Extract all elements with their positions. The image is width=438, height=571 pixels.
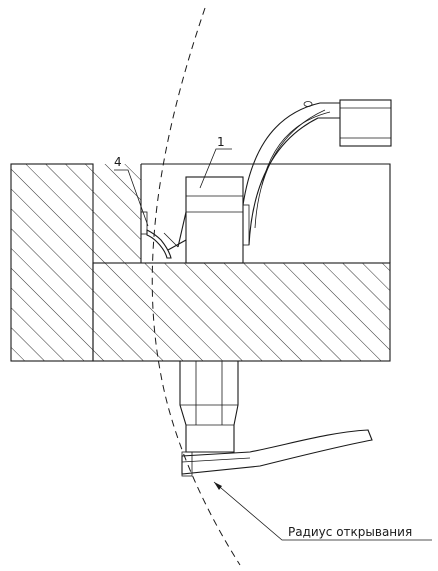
- radius-leader-line: [213, 481, 432, 541]
- block-part-1: [167, 176, 250, 264]
- leader-part-4: [114, 169, 149, 227]
- curved-arm: [242, 99, 392, 246]
- bottom-lever: [181, 429, 373, 477]
- label-part-4: 4: [114, 155, 122, 169]
- base-block: [92, 262, 391, 362]
- label-part-1: 1: [217, 135, 225, 149]
- latch-part-4: [140, 211, 179, 259]
- leader-part-1: [199, 148, 232, 189]
- opening-radius-arc: [151, 7, 241, 566]
- radius-leader-arrow: [214, 482, 222, 490]
- radius-caption: Радиус открывания: [288, 525, 412, 539]
- left-wall: [10, 163, 141, 362]
- lower-stem: [179, 361, 239, 453]
